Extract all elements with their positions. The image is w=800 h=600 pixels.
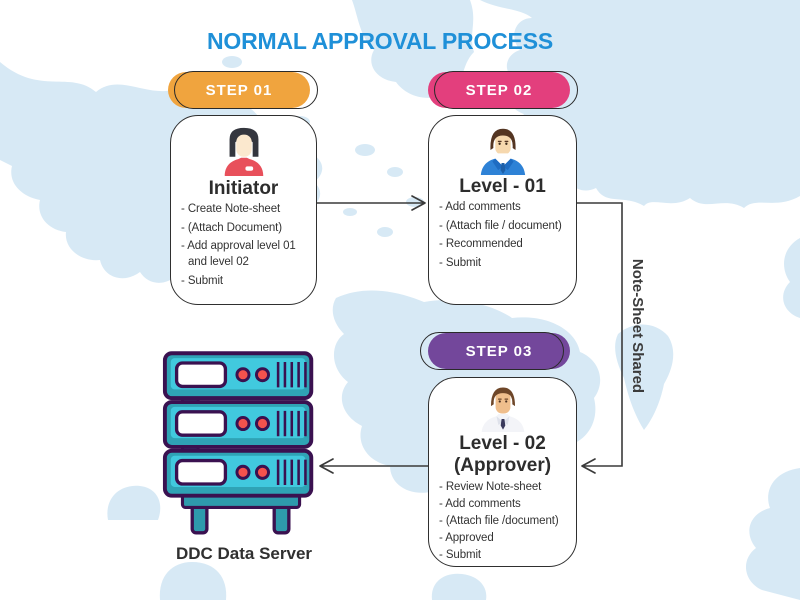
bullet-line: - (Attach file /document) [439,514,559,527]
bullet-line: - Submit [439,256,482,269]
initiator-card: Initiator - Create Note-sheet - (Attach … [170,115,317,305]
bullet-line: - Submit [181,274,224,287]
level-01-card: Level - 01 - Add comments - (Attach file… [428,115,577,305]
server-label: DDC Data Server [175,544,313,563]
level-01-card-title: Level - 01 [459,176,546,197]
server-icon [161,349,323,544]
level-02-card-title: Level - 02 [459,433,546,454]
level-01-task-list: - Add comments - (Attach file / document… [429,201,576,275]
page-title: NORMAL APPROVAL PROCESS [207,28,553,54]
bullet-line: - Submit [439,548,482,561]
bullet-line: - Add approval level 01 [181,240,296,253]
bullet-line: - Recommended [439,238,523,251]
level-02-avatar-icon [481,387,524,432]
step-01-badge: STEP 01 [168,72,310,108]
bullet-line: - Create Note-sheet [181,203,281,216]
bullet-line: - Add comments [439,497,521,510]
step-03-badge-label: STEP 03 [465,342,533,360]
step-02-badge: STEP 02 [428,72,570,108]
initiator-avatar-icon [224,127,263,176]
step-01-badge-label: STEP 01 [205,81,273,99]
bullet-line: and level 02 [188,255,249,268]
initiator-card-title: Initiator [208,178,279,199]
initiator-task-list: - Create Note-sheet - (Attach Document) … [171,203,316,293]
step-03-badge: STEP 03 [428,333,570,369]
bullet-line: - (Attach file / document) [439,219,562,232]
bullet-line: - Review Note-sheet [439,480,542,493]
level-01-avatar-icon [480,128,525,175]
step-02-badge-label: STEP 02 [465,81,533,99]
bullet-line: - Add comments [439,201,521,214]
bullet-line: - (Attach Document) [181,221,282,234]
level-02-card: Level - 02 (Approver) - Review Note-shee… [428,377,577,567]
level-02-task-list: - Review Note-sheet - Add comments - (At… [429,481,576,566]
note-sheet-shared-label: Note-Sheet Shared [629,258,646,394]
level-02-card-subtitle: (Approver) [453,455,552,477]
bullet-line: - Approved [439,531,494,544]
